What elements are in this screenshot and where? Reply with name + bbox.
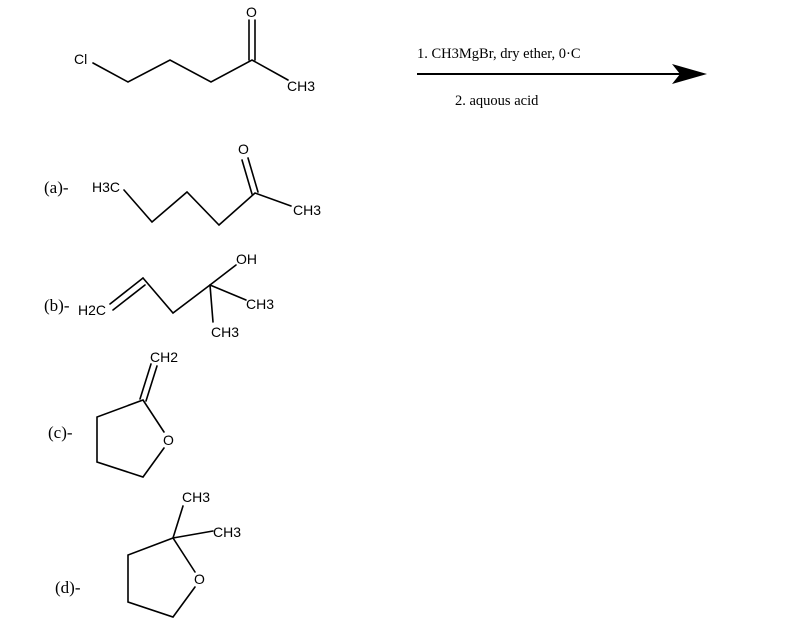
- ring-bonds: [96, 399, 165, 478]
- methyl-group: CH3: [182, 489, 210, 505]
- option-label: (d)-: [55, 578, 81, 597]
- reaction-arrow: 1. CH3MgBr, dry ether, 0·C 2. aquous aci…: [417, 46, 707, 109]
- methyl-bond: [172, 530, 214, 539]
- option-label: (b)-: [44, 296, 70, 315]
- methyl-group: CH3: [213, 524, 241, 540]
- methyl-bond: [172, 505, 184, 539]
- alkene-bond: [109, 277, 144, 305]
- carbonyl-bond: [241, 159, 253, 195]
- methyl-group: CH3: [287, 78, 315, 94]
- arrow-head-icon: [672, 64, 707, 84]
- carbon-chain: [92, 59, 289, 83]
- reaction-step-1: 1. CH3MgBr, dry ether, 0·C: [417, 46, 581, 62]
- methyl-group: CH3: [246, 296, 274, 312]
- methyl-bond: [209, 284, 214, 323]
- oxygen-atom: O: [194, 571, 205, 587]
- carbon-chain: [142, 277, 211, 315]
- ring-bonds: [127, 537, 196, 618]
- option-label: (c)-: [48, 423, 73, 442]
- methylene-group: H2C: [78, 302, 106, 318]
- reactant-structure: Cl O CH3: [74, 4, 315, 94]
- reaction-step-2: 2. aquous acid: [455, 93, 539, 109]
- methyl-group: H3C: [92, 179, 120, 195]
- oxygen-atom: O: [238, 141, 249, 157]
- chlorine-atom: Cl: [74, 51, 87, 67]
- alkene-bond-2: [112, 284, 146, 311]
- methyl-group: CH3: [293, 202, 321, 218]
- option-b[interactable]: (b)- H2C OH CH3 CH3: [44, 251, 274, 340]
- methyl-bond: [209, 284, 247, 301]
- methyl-group: CH3: [211, 324, 239, 340]
- oxygen-atom: O: [246, 4, 257, 20]
- alkene-bond: [139, 363, 152, 400]
- carbon-chain: [123, 189, 292, 227]
- methylene-group: CH2: [150, 349, 178, 365]
- option-c[interactable]: (c)- CH2 O: [48, 349, 178, 478]
- option-d[interactable]: (d)- CH3 CH3 O: [55, 489, 241, 618]
- hydroxyl-group: OH: [236, 251, 257, 267]
- option-label: (a)-: [44, 178, 69, 197]
- option-a[interactable]: (a)- H3C O CH3: [44, 141, 321, 227]
- hydroxyl-bond: [209, 264, 237, 286]
- carbonyl-bond-2: [247, 157, 259, 193]
- alkene-bond-2: [145, 365, 158, 402]
- oxygen-atom: O: [163, 432, 174, 448]
